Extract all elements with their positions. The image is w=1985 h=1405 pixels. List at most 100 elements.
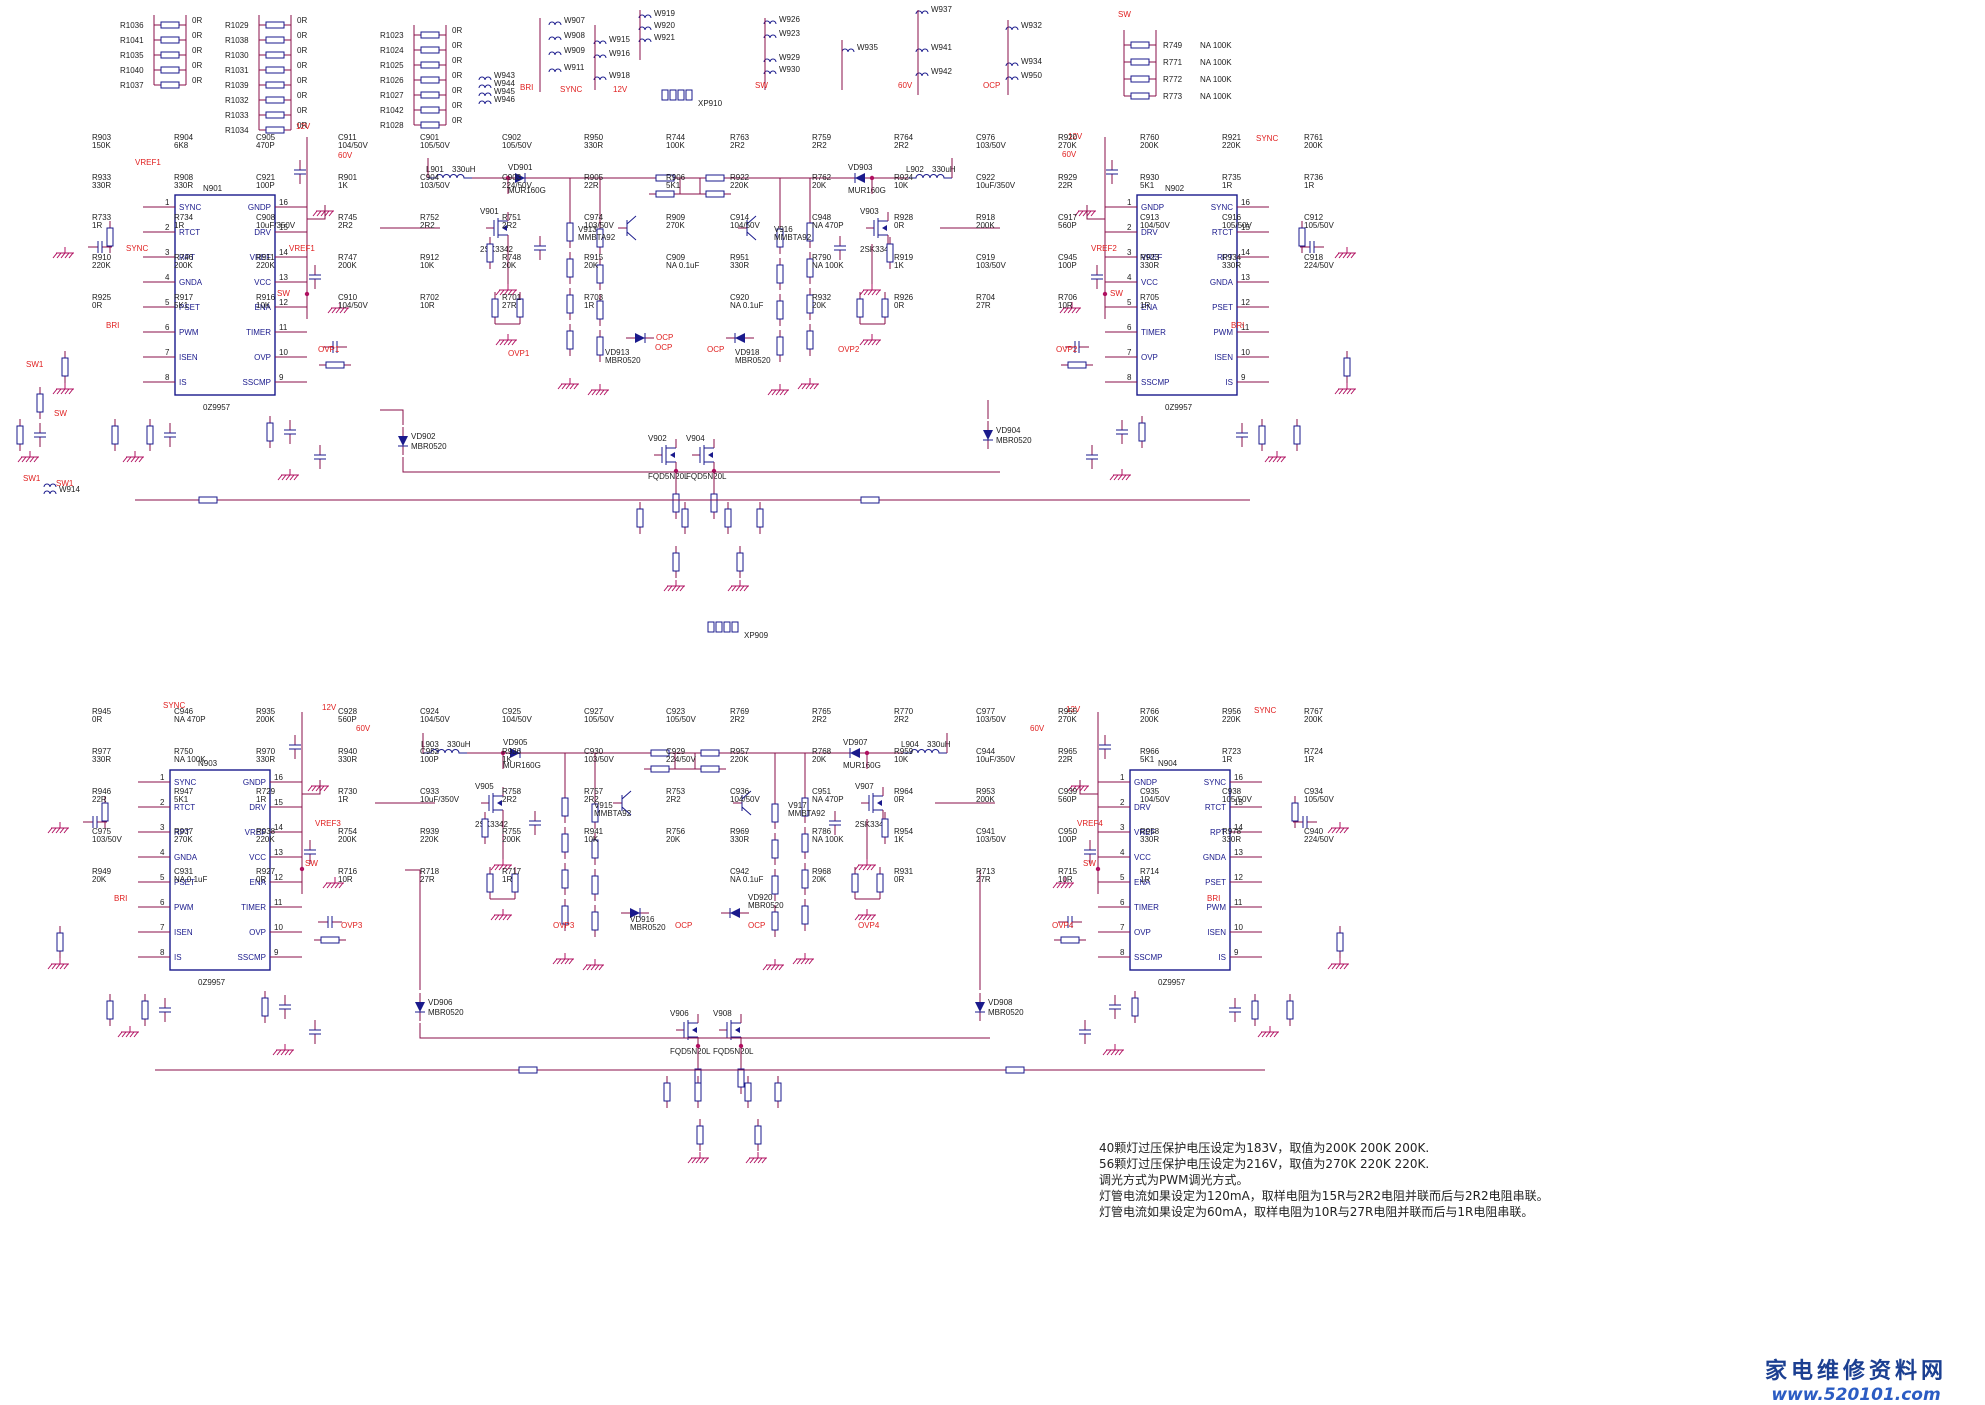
block-bl-value: 330R [338,755,357,764]
net-label: SW [1110,289,1123,298]
stage-b-ocp-diode [726,333,754,343]
stage-c-gate-r [481,812,489,844]
part-ref: R1023 [380,31,404,40]
part-value: NA 100K [1200,92,1232,101]
net-label: VREF4 [1077,819,1103,828]
ground-symbol [495,334,517,346]
part-ref: W932 [1021,21,1042,30]
net-label: OCP [748,921,765,930]
resistor-r1024 [414,46,446,54]
block-br-value: 27R [976,875,991,884]
stage-b-sense-r [699,174,731,182]
ic-ref: N903 [198,759,218,768]
block-tl-value: 330R [584,141,603,150]
current-sense-resistor [663,1076,671,1108]
net-label: SW1 [23,474,41,483]
block-bl-ref: R717 [502,867,522,876]
net-label: 60V [1062,150,1077,159]
block-tl-value: 103/50V [420,181,450,190]
block-br-value: 5K1 [1140,755,1155,764]
block-bl-value: 103/50V [92,835,122,844]
ground-symbol [122,451,144,463]
block-tl-ref: R903 [92,133,112,142]
ic-pin-number: 8 [160,948,165,957]
sup-n902-sscmp-c2 [1086,445,1098,469]
block-tl-value: 100K [666,141,685,150]
bjt-part: MMBTA92 [788,809,826,818]
ic-pin-number: 4 [1127,273,1132,282]
block-br-ref: C942 [730,867,750,876]
part-ref: W941 [931,43,952,52]
ic-pin-number: 11 [1241,323,1250,332]
block-tr-ref: R932 [812,293,832,302]
ic-pin-name: SYNC [1204,778,1226,787]
jumper-w911: W911 [548,63,585,73]
note-line-3: 调光方式为PWM调光方式。 [1099,1173,1249,1187]
sup-n901-is-r [111,419,119,451]
block-bl-ref: R756 [666,827,686,836]
jumper-w932: W932 [1005,21,1042,31]
net-label: BRI [106,321,119,330]
block-br-ref: C936 [730,787,750,796]
stage-b-sense-bjt [738,215,757,241]
block-bl-ref: R936 [502,747,522,756]
part-ref: L904 [901,740,919,749]
block-tr-ref: C922 [976,173,996,182]
block-br-ref: R713 [976,867,996,876]
bjt-ref: V916 [774,225,793,234]
ic-pin-number: 16 [279,198,288,207]
ic-pin-number: 15 [1241,223,1250,232]
block-bl-value: 10uF/350V [420,795,460,804]
ic-pin-number: 5 [165,298,170,307]
block-tr-ref: R922 [730,173,750,182]
block-tr-value: 10uF/350V [976,181,1016,190]
net-label: OVP1 [508,349,530,358]
net-label: OVP3 [341,921,363,930]
part-ref: VD904 [996,426,1021,435]
block-br-ref: R931 [894,867,914,876]
block-br-value: 200K [976,795,995,804]
sup-n901-is-r [146,419,154,451]
ic-pin-number: 16 [1234,773,1243,782]
part-ref: W923 [779,29,800,38]
junction-dot [1102,291,1108,297]
ic-pin-name: RPT [179,253,195,262]
block-tl-ref: R752 [420,213,440,222]
resistor-r1040 [154,66,186,74]
part-ref: VD907 [843,738,868,747]
current-sense-resistor [774,1076,782,1108]
ic-pin-name: VCC [1134,853,1151,862]
block-tr-value: 0R [894,301,904,310]
ic-pin-name: GNDA [1210,278,1234,287]
block-bl-value: 270K [174,835,193,844]
ic-pin-name: PWM [1206,903,1226,912]
ic-pin-number: 9 [1234,948,1239,957]
block-br-ref: R724 [1304,747,1324,756]
net-label: VREF3 [315,819,341,828]
ic-pin-name: VCC [249,853,266,862]
ic-pin-number: 5 [1127,298,1132,307]
net-label: BRI [1231,321,1244,330]
block-tl-ref: R904 [174,133,194,142]
ic-pin-name: DRV [1141,228,1158,237]
block-bl-value: 2R2 [584,795,599,804]
resistor-r1039 [259,81,291,89]
ic-pin-number: 1 [160,773,165,782]
diode-ref: VD918 [735,348,760,357]
block-tl-value: 200K [338,261,357,270]
block-tl-value: 2R2 [420,221,435,230]
block-bl-value: 330R [92,755,111,764]
net-label: 60V [1030,724,1045,733]
block-tl-ref: R751 [502,213,522,222]
part-value: 0R [297,16,307,25]
stage-a-bias-r [516,292,524,324]
part-ref: W907 [564,16,585,25]
block-tl-value: 1R [584,301,594,310]
block-tr-ref: R920 [1058,133,1078,142]
block-tr-ref: R736 [1304,173,1324,182]
capacitor-c910 [34,423,46,447]
